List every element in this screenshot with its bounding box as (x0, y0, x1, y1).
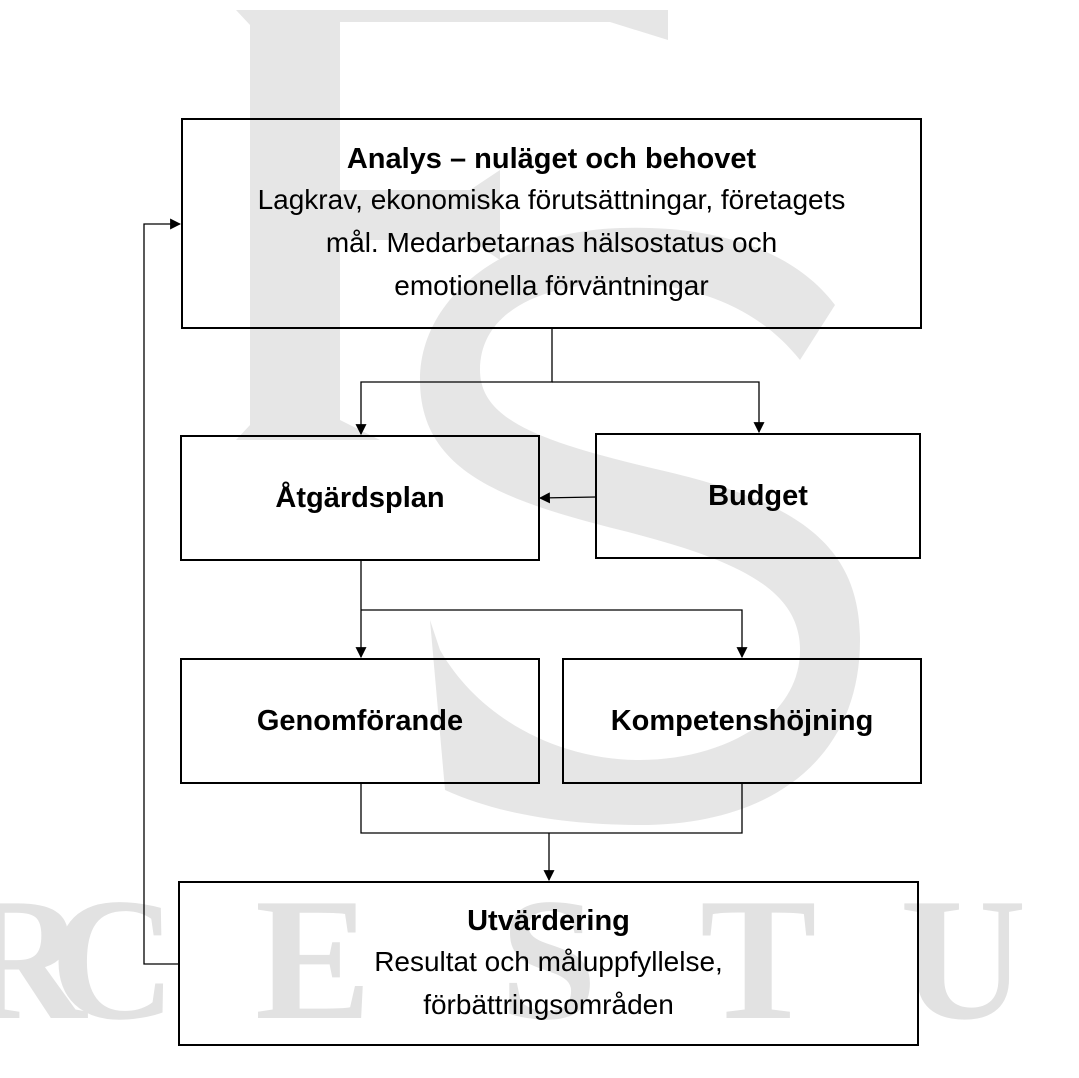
node-analys: Analys – nuläget och behovet Lagkrav, ek… (181, 118, 922, 329)
node-kompetenshojning-title: Kompetenshöjning (610, 705, 874, 737)
edge-analys-budget (552, 381, 765, 434)
node-utvardering-title: Utvärdering (467, 904, 630, 937)
node-genomforande-title: Genomförande (256, 705, 464, 737)
watermark-letter-u: U (900, 862, 1026, 1056)
edge-budget-atgardsplan (538, 492, 597, 504)
watermark-s-shape (420, 227, 860, 826)
watermark-letter-c: C (50, 862, 176, 1056)
edge-utvardering-analys (143, 218, 182, 965)
watermark-f-shape (236, 10, 668, 440)
node-analys-body: Lagkrav, ekonomiska förutsättningar, för… (257, 184, 846, 301)
node-budget-title: Budget (708, 480, 808, 512)
node-atgardsplan: Åtgärdsplan (180, 435, 540, 561)
node-genomforande: Genomförande (180, 658, 540, 784)
node-utvardering: Utvärdering Resultat och måluppfyllelse,… (178, 881, 919, 1046)
edge-analys-atgardsplan (355, 328, 553, 436)
node-utvardering-body: Resultat och måluppfyllelse, förbättring… (374, 945, 723, 1020)
edge-atgardsplan-kompetenshojning (361, 609, 748, 659)
edge-genomforande-merge (360, 783, 743, 834)
watermark-letter-t: T (700, 862, 817, 1056)
node-atgardsplan-title: Åtgärdsplan (275, 482, 445, 514)
node-analys-title: Analys – nuläget och behovet (346, 143, 757, 175)
node-budget: Budget (595, 433, 921, 559)
node-kompetenshojning: Kompetenshöjning (562, 658, 922, 784)
watermark-letter-e: E (255, 862, 372, 1056)
watermark-letter-s: S (500, 862, 597, 1056)
watermark-letter-r: R (0, 862, 88, 1056)
